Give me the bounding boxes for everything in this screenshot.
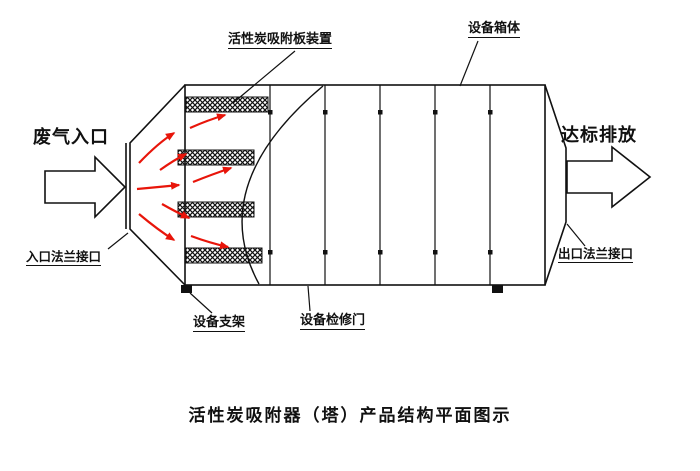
airflow-arrow	[138, 213, 176, 241]
leader-equipment-box	[459, 40, 479, 87]
diagram-title: 活性炭吸附器（塔）产品结构平面图示	[188, 406, 512, 425]
leader-lines	[107, 40, 586, 314]
label-equipment-box: 设备箱体	[468, 20, 521, 38]
carbon-plate	[177, 201, 255, 218]
leader-outlet-flange	[566, 223, 586, 247]
carbon-plate	[177, 149, 255, 166]
inlet-cone	[129, 84, 186, 286]
leader-adsorption-plate	[232, 50, 296, 104]
airflow-arrow	[190, 234, 230, 250]
carbon-plate	[185, 96, 269, 113]
airflow-arrow	[138, 132, 176, 164]
airflow-arrow	[136, 181, 181, 191]
airflow-arrows	[136, 113, 233, 250]
leader-support	[189, 292, 213, 314]
inlet-flow-arrow	[44, 155, 127, 219]
outlet-flow-arrow	[566, 145, 652, 209]
carbon-plate	[185, 247, 263, 264]
label-gas-inlet: 废气入口	[33, 127, 109, 147]
airflow-arrow	[161, 203, 191, 219]
airflow-arrow	[192, 166, 233, 184]
leader-inlet-flange	[107, 232, 129, 250]
label-discharge: 达标排放	[561, 125, 637, 145]
carbon-plates	[177, 96, 269, 264]
label-support: 设备支架	[193, 314, 246, 332]
label-outlet-flange: 出口法兰接口	[558, 247, 634, 264]
label-inlet-flange: 入口法兰接口	[26, 250, 102, 267]
airflow-arrow	[159, 153, 188, 171]
leader-maintenance-door	[307, 285, 311, 312]
label-maintenance-door: 设备检修门	[300, 312, 366, 330]
airflow-arrow	[189, 113, 227, 130]
panel-bolts	[268, 110, 493, 255]
support-feet	[181, 285, 503, 293]
label-adsorption-plate: 活性炭吸附板装置	[228, 31, 333, 49]
outlet-cone	[544, 84, 567, 286]
